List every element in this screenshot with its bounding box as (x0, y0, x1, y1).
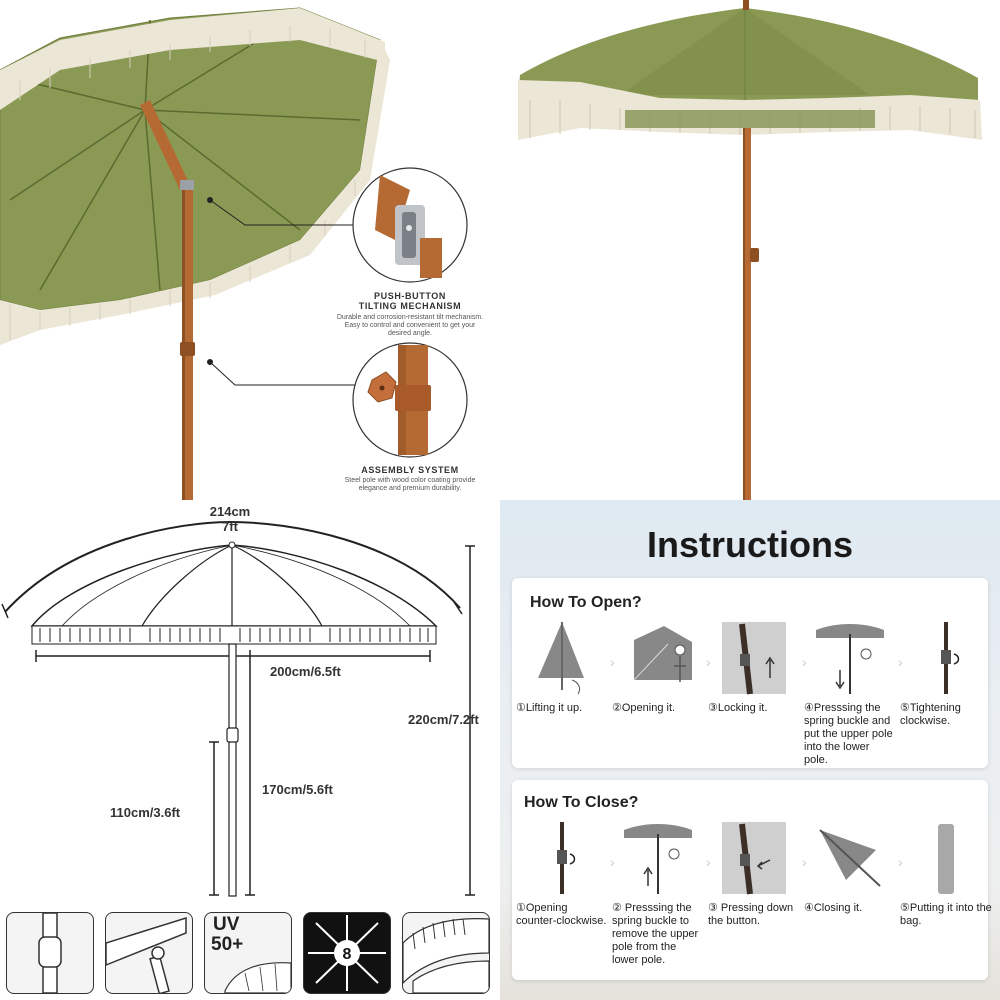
fringe-umbrella-illustration (518, 0, 982, 500)
tilt-desc-line3: desired angle. (388, 330, 432, 337)
top-span-ft: 7ft (222, 519, 238, 534)
close-step-3-label: ③ Pressing down the button. (708, 902, 794, 927)
close-step-4-label: ④Closing it. (804, 902, 863, 914)
assembly-feature-title: ASSEMBLY SYSTEM (361, 465, 459, 475)
uv-label: UV (213, 914, 240, 935)
close-step-5-label: ⑤Putting it into the bag. (900, 902, 992, 927)
storage-bag-icon (938, 824, 954, 894)
chevron-right-icon: › (610, 654, 615, 670)
eight-ribs-icon: 8 (308, 915, 386, 991)
tilt-feature-title: PUSH-BUTTON TILTING MECHANISM (330, 291, 490, 311)
chevron-right-icon: › (706, 854, 711, 870)
umbrella-underside-illustration (0, 7, 468, 500)
open-step-2-label: ②Opening it. (612, 702, 676, 714)
tilt-angle-badge (105, 912, 193, 994)
umbrella-shade-icon (224, 962, 291, 993)
how-to-open-heading: How To Open? (530, 594, 642, 611)
total-height-label: 220cm/7.2ft (408, 712, 479, 727)
eight-ribs-badge: 8 (303, 912, 391, 994)
chevron-right-icon: › (706, 654, 711, 670)
open-umbrella-icon (633, 626, 692, 682)
chevron-right-icon: › (898, 854, 903, 870)
assembly-desc-line1: Steel pole with wood color coating provi… (344, 477, 476, 484)
how-to-open-panel: How To Open? ①Lifting it up. › ②Opening … (512, 578, 988, 768)
assembly-closeup (367, 345, 431, 455)
tilt-mechanism-closeup (375, 175, 442, 278)
insert-pole-icon (816, 624, 884, 694)
open-step-1-label: ①Lifting it up. (516, 702, 583, 714)
uv-protection-badge: UV 50+ (204, 912, 292, 994)
umbrella-dimensions-drawing (1, 520, 475, 897)
top-span-cm: 214cm (209, 504, 251, 519)
lower-pole-label: 170cm/5.6ft (262, 782, 333, 797)
tilt-title-line2: TILTING MECHANISM (358, 301, 462, 311)
press-button-icon (722, 822, 786, 895)
chevron-right-icon: › (610, 854, 615, 870)
tilt-title-line1: PUSH-BUTTON (374, 291, 446, 301)
remove-pole-icon (624, 824, 692, 894)
chevron-right-icon: › (802, 854, 807, 870)
pole-joint-icon (38, 913, 62, 993)
chevron-right-icon: › (802, 654, 807, 670)
product-photo (500, 0, 1000, 500)
lock-button-icon (722, 622, 786, 695)
lift-umbrella-icon (538, 622, 584, 695)
feature-panel: PUSH-BUTTON TILTING MECHANISM Durable an… (0, 0, 500, 500)
how-to-close-heading: How To Close? (524, 794, 639, 811)
dimensions-diagram: 214cm 7ft 200cm/6.5ft 220cm/7.2ft 170cm/… (0, 500, 500, 1000)
tilt-joint-badge (6, 912, 94, 994)
open-step-5-label: ⑤Tightening clockwise. (900, 702, 961, 727)
top-span-label: 214cm 7ft (198, 504, 262, 534)
how-to-close-panel: How To Close? ①Opening counter-clockwise… (512, 780, 992, 980)
instructions-title: Instructions (646, 524, 853, 565)
tighten-clockwise-icon (941, 622, 960, 694)
open-step-3-label: ③Locking it. (708, 702, 768, 714)
tilt-desc-line1: Durable and corrosion-resistant tilt mec… (336, 314, 484, 321)
close-step-2-label: ② Presssing the spring buckle to remove … (612, 902, 699, 966)
fabric-fringe-icon (403, 918, 489, 993)
canopy-width-label: 200cm/6.5ft (270, 664, 341, 679)
tilt-desc-line2: Easy to control and convenient to get yo… (344, 322, 476, 329)
close-step-1-label: ①Opening counter-clockwise. (516, 902, 607, 927)
rib-count: 8 (343, 946, 352, 963)
fringe-fabric-badge (402, 912, 490, 994)
bottom-height-label: 110cm/3.6ft (110, 805, 181, 820)
chevron-right-icon: › (898, 654, 903, 670)
close-umbrella-icon (819, 829, 881, 887)
open-step-4-label: ④Presssing the spring buckle and put the… (804, 702, 893, 766)
tilt-hinge-icon (106, 916, 187, 993)
tilt-feature-description: Durable and corrosion-resistant tilt mec… (318, 314, 500, 338)
loosen-counterclockwise-icon (557, 822, 576, 894)
assembly-feature-description: Steel pole with wood color coating provi… (318, 477, 500, 493)
assembly-desc-line2: elegance and premium durability. (358, 485, 462, 492)
uv-rating: 50+ (211, 934, 244, 955)
instructions-panel: Instructions How To Open? ①Lifting it up… (500, 500, 1000, 1000)
